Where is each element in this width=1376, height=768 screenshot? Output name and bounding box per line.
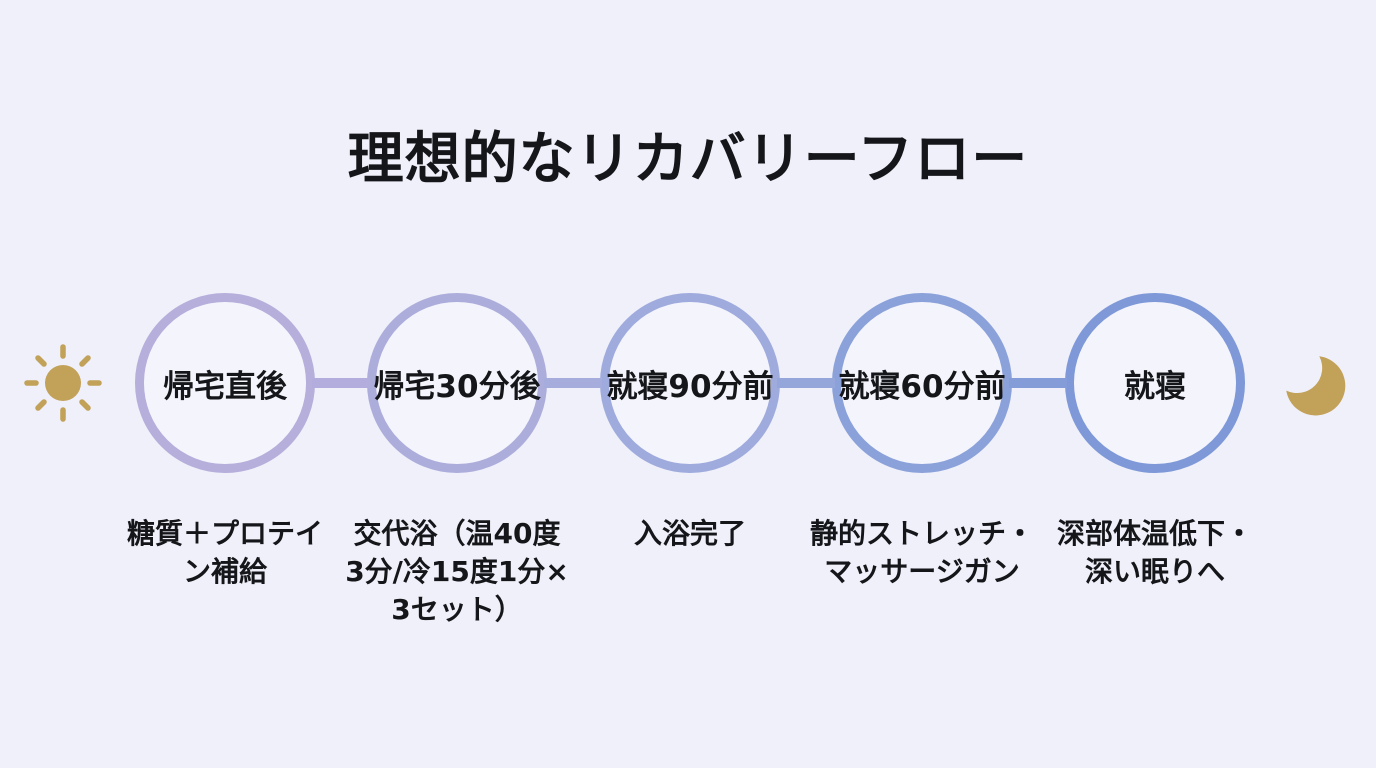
step-time-label: 帰宅直後 (163, 368, 287, 405)
step-circle-3: 就寝90分前 (600, 293, 780, 473)
step-time-label: 帰宅30分後 (373, 368, 541, 405)
step-detail-label: 静的ストレッチ・ マッサージガン (809, 517, 1034, 588)
step-detail-label: 糖質＋プロテイ ン補給 (126, 517, 323, 588)
step-time-label: 就寝90分前 (606, 368, 774, 405)
sun-icon (23, 343, 103, 423)
connector-line (544, 378, 602, 388)
page-title: 理想的なリカバリーフロー (347, 127, 1029, 192)
step-detail-label: 深部体温低下・ 深い眠りへ (1056, 517, 1253, 588)
connector-line (1009, 378, 1067, 388)
step-circle-5: 就寝 (1065, 293, 1245, 473)
moon-icon (1281, 351, 1347, 417)
step-time-label: 就寝 (1124, 368, 1186, 405)
step-time-label: 就寝60分前 (838, 368, 1006, 405)
step-detail-label: 交代浴（温40度 3分/冷15度1分× 3セット） (345, 517, 569, 626)
connector-line (312, 378, 370, 388)
step-circle-1: 帰宅直後 (135, 293, 315, 473)
step-detail-label: 入浴完了 (633, 517, 746, 550)
step-circle-4: 就寝60分前 (832, 293, 1012, 473)
step-circle-2: 帰宅30分後 (367, 293, 547, 473)
connector-line (777, 378, 835, 388)
